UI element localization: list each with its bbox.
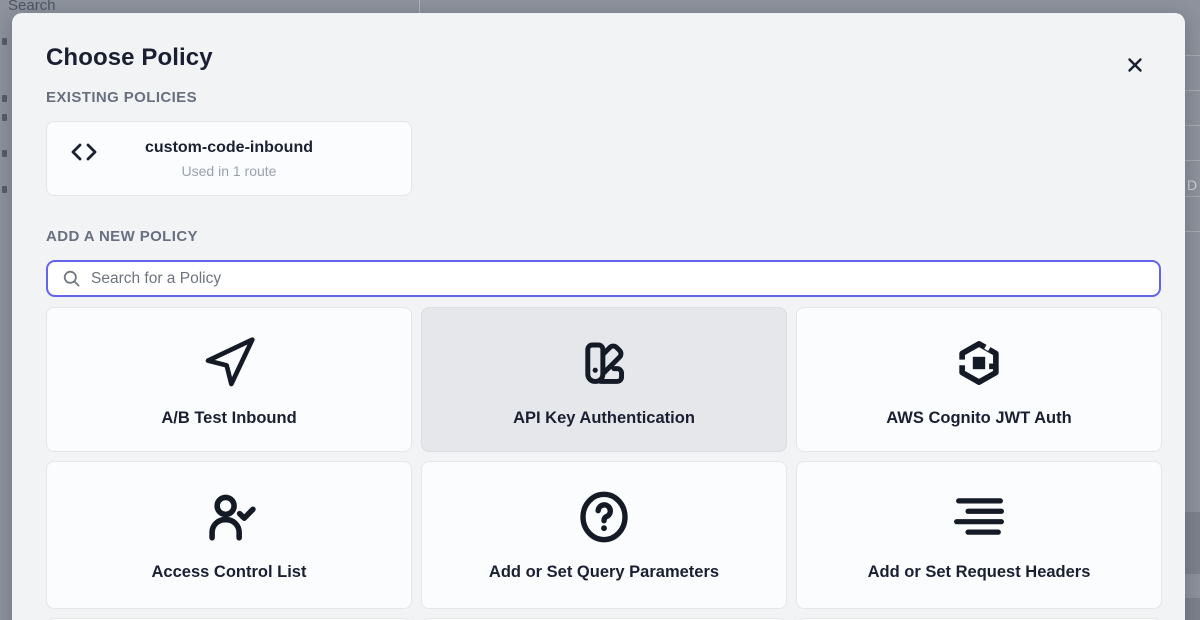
aws-cognito-icon [952,331,1006,395]
question-circle-icon [576,485,632,549]
add-new-policy-heading: ADD A NEW POLICY [46,228,198,245]
swatches-icon [577,331,631,395]
existing-policies-heading: EXISTING POLICIES [46,89,197,106]
policy-card-label: API Key Authentication [513,409,695,427]
background-text-fragment [2,186,7,193]
existing-policy-card-custom-code-inbound[interactable]: custom-code-inbound Used in 1 route [46,121,412,196]
policy-card-label: A/B Test Inbound [161,409,297,427]
background-text-fragment [2,150,7,157]
background-text-fragment [2,95,7,102]
paper-plane-icon [201,331,257,395]
background-text-fragment [2,114,7,121]
align-lines-icon [954,485,1004,549]
background-text-fragment-d: D [1187,177,1198,193]
search-icon [62,269,81,288]
background-right-strip: D [1185,0,1200,620]
policy-card-label: Add or Set Query Parameters [488,563,720,581]
close-icon [1127,57,1143,73]
existing-policy-usage: Used in 1 route [181,162,277,179]
policy-grid: A/B Test Inbound API Key Authentication … [46,307,1162,620]
background-left-strip [0,0,12,620]
policy-card-add-or-set-query-parameters[interactable]: Add or Set Query Parameters [421,461,787,609]
code-icon [69,142,99,162]
policy-card-add-or-set-request-headers[interactable]: Add or Set Request Headers [796,461,1162,609]
policy-search-input[interactable] [91,262,1159,295]
close-button[interactable] [1125,55,1145,75]
modal-title: Choose Policy [46,44,213,71]
policy-card-api-key-authentication[interactable]: API Key Authentication [421,307,787,452]
background-text-fragment [2,38,7,45]
existing-policy-name: custom-code-inbound [145,138,313,156]
policy-search-box [46,260,1161,297]
policy-card-label: AWS Cognito JWT Auth [886,409,1072,427]
background-topbar-divider [419,0,420,13]
policy-card-label: Access Control List [151,563,307,581]
choose-policy-modal: Choose Policy EXISTING POLICIES custom-c… [12,13,1185,620]
background-search-label: Search [8,0,56,14]
policy-card-label: Add or Set Request Headers [867,563,1091,581]
policy-card-access-control-list[interactable]: Access Control List [46,461,412,609]
policy-card-a-b-test-inbound[interactable]: A/B Test Inbound [46,307,412,452]
user-check-icon [200,485,258,549]
policy-card-aws-cognito-jwt-auth[interactable]: AWS Cognito JWT Auth [796,307,1162,452]
